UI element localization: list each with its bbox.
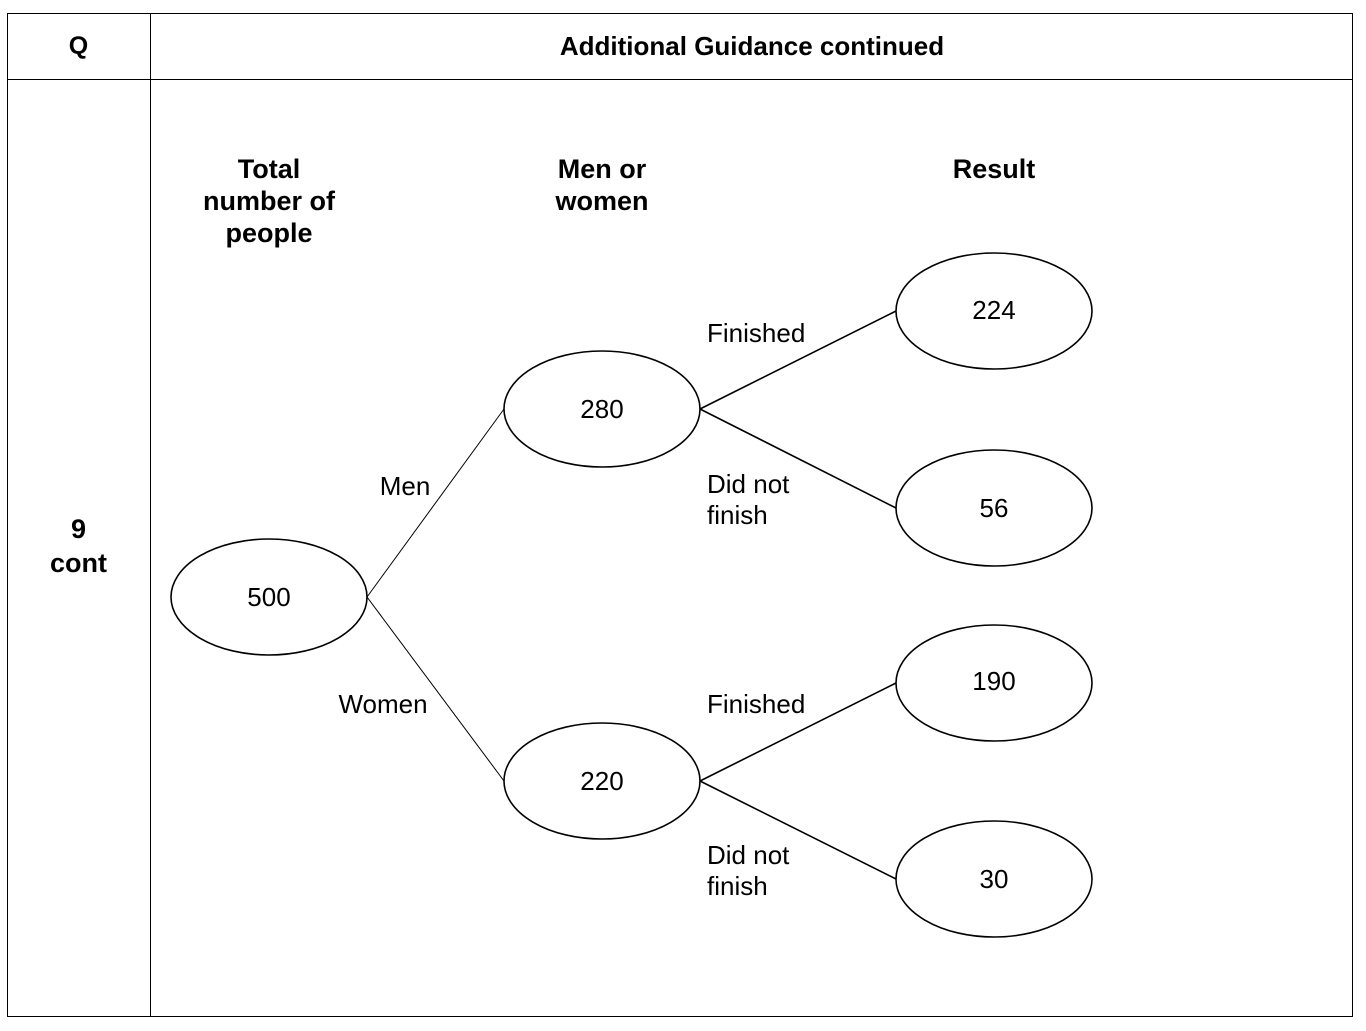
column-divider — [150, 13, 151, 1017]
node-men: 280 — [503, 350, 701, 468]
column-heading-total-line-2: number of — [203, 186, 336, 216]
node-men-finished-value: 224 — [972, 295, 1015, 325]
branch-line-women-finished — [699, 682, 897, 782]
node-women-ellipse — [503, 722, 701, 840]
branch-line-men-did-not-finish — [699, 408, 897, 509]
branch-line-women-did-not-finish — [699, 780, 897, 880]
header-divider — [7, 79, 1353, 80]
node-total-ellipse — [170, 538, 368, 656]
branch-label-women: Women — [338, 689, 427, 719]
branch-label-men-finished: Finished — [707, 318, 805, 348]
node-men-finished: 224 — [895, 252, 1093, 370]
branch-label-women-finished: Finished — [707, 689, 805, 719]
node-total: 500 — [170, 538, 368, 656]
question-number: 9 cont — [7, 512, 150, 580]
node-men-did-not-finish: 56 — [895, 449, 1093, 567]
node-men-did-not-finish-value: 56 — [980, 493, 1009, 523]
node-women-value: 220 — [580, 766, 623, 796]
node-women-did-not-finish: 30 — [895, 820, 1093, 938]
header-title: Additional Guidance continued — [559, 30, 945, 61]
node-men-value: 280 — [580, 394, 623, 424]
branch-line-men — [366, 408, 505, 598]
node-women-finished-ellipse — [895, 624, 1093, 742]
node-women: 220 — [503, 722, 701, 840]
question-number-value: 9 — [70, 514, 87, 544]
column-heading-result: Result — [953, 154, 1036, 184]
branch-label-women-did-not-finish-line-1: Did not — [707, 840, 790, 870]
column-heading-gender-line-2: women — [554, 186, 648, 216]
branch-label-men-did-not-finish-line-1: Did not — [707, 469, 790, 499]
node-men-did-not-finish-ellipse — [895, 449, 1093, 567]
column-heading-total-line-3: people — [225, 218, 312, 248]
branch-line-women — [366, 596, 505, 782]
node-women-did-not-finish-ellipse — [895, 820, 1093, 938]
node-men-finished-ellipse — [895, 252, 1093, 370]
column-heading-gender-line-1: Men or — [558, 154, 647, 184]
branch-label-men: Men — [380, 471, 431, 501]
node-women-did-not-finish-value: 30 — [980, 864, 1009, 894]
header-q-cell: Q — [68, 31, 89, 60]
node-men-ellipse — [503, 350, 701, 468]
branch-label-women-did-not-finish-line-2: finish — [707, 871, 768, 901]
column-heading-total-line-1: Total — [238, 154, 301, 184]
question-number-suffix: cont — [50, 548, 107, 578]
branch-label-men-did-not-finish-line-2: finish — [707, 500, 768, 530]
node-women-finished-value: 190 — [972, 666, 1015, 696]
branch-line-men-finished — [699, 310, 897, 410]
node-total-value: 500 — [247, 582, 290, 612]
node-women-finished: 190 — [895, 624, 1093, 742]
guidance-table — [7, 13, 1353, 1017]
